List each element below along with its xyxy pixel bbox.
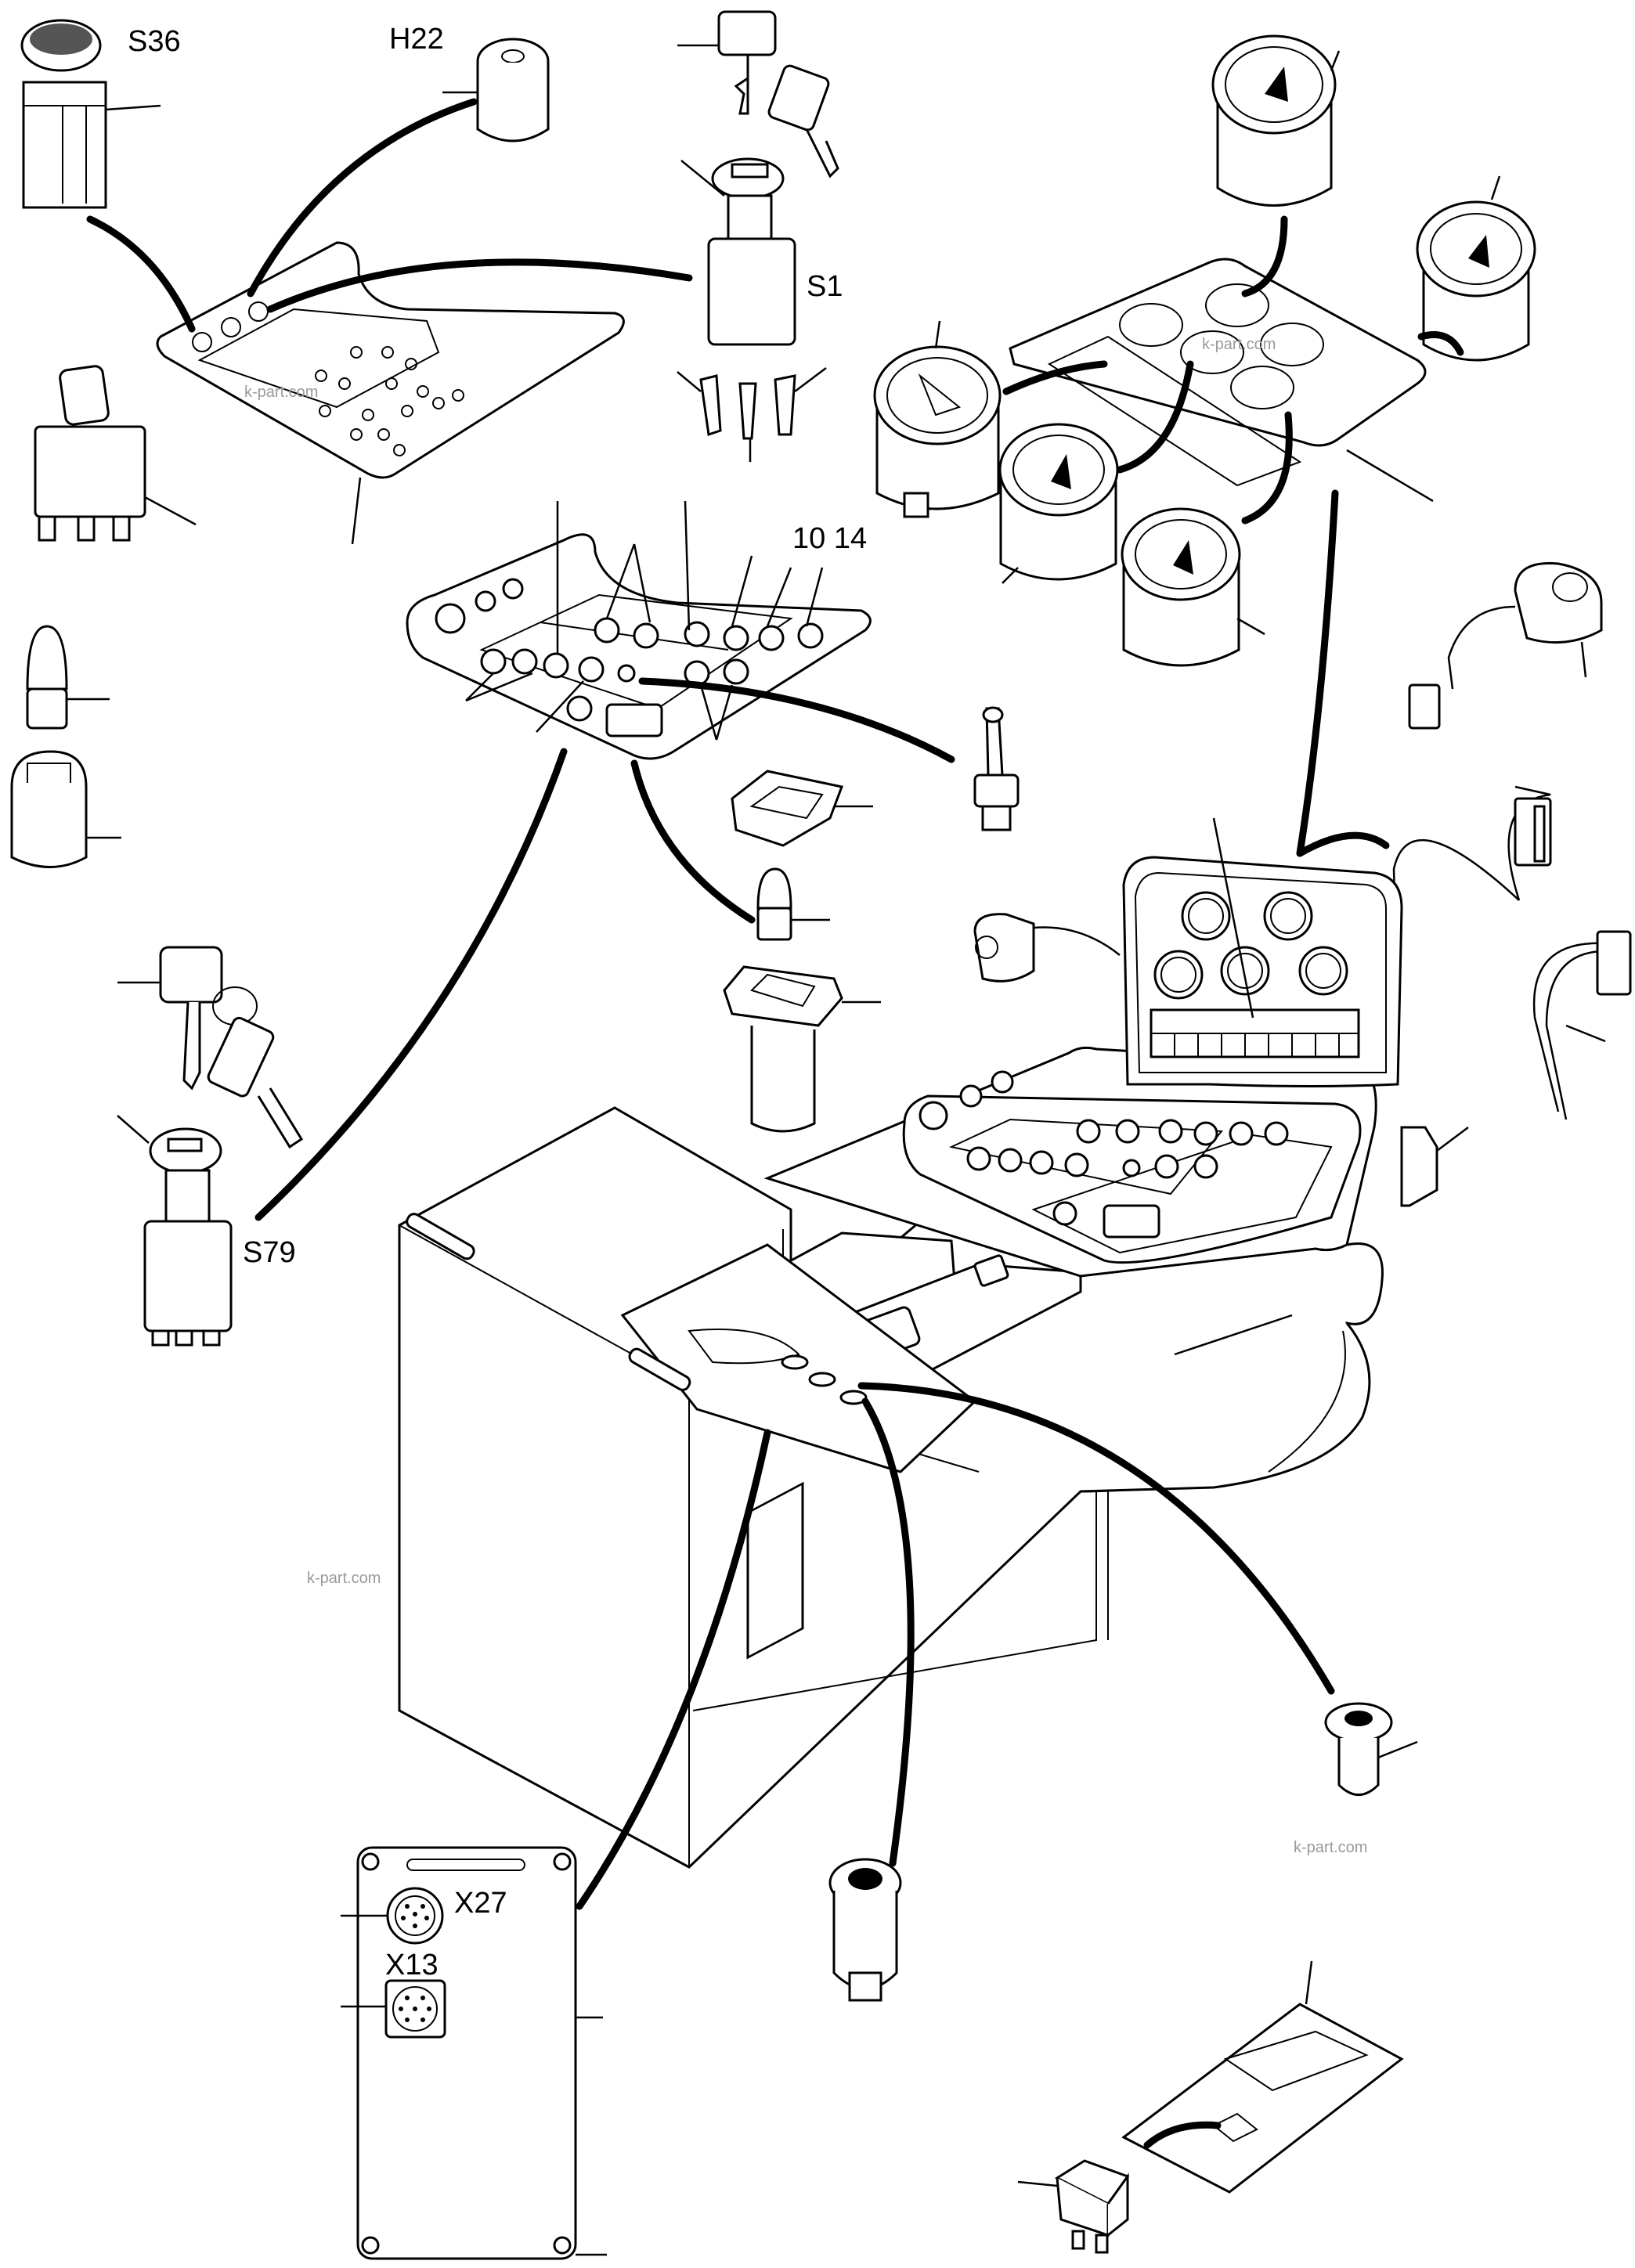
switch-panel-plate-left <box>86 98 693 545</box>
key-pair-top <box>677 10 839 178</box>
pushbutton-switch-bottom <box>1017 2159 1130 2254</box>
bulb-left <box>26 625 110 730</box>
gauge-panel-plate <box>1002 215 1464 857</box>
lamp-holder-center <box>723 965 881 1133</box>
toggle-switch <box>973 706 1020 831</box>
key-switch-s79 <box>117 1115 233 1347</box>
callout-x27: X27 <box>454 1887 507 1920</box>
callout-x13: X13 <box>385 1949 439 1981</box>
console-body <box>398 1083 1469 1869</box>
wire-harness-1 <box>1392 785 1552 1011</box>
key-pair-left <box>117 946 304 1149</box>
cover-plate-bottom-right <box>1121 1960 1404 2194</box>
indicator-lamp-h22 <box>442 38 550 142</box>
wire-harness-2 <box>1532 930 1632 1120</box>
lamp-connector-right <box>1408 561 1603 730</box>
leader-to-s79 <box>254 748 568 1221</box>
callout-10-14: 10 14 <box>792 522 867 555</box>
socket-left <box>10 750 121 868</box>
watermark-4: k-part.com <box>1294 1839 1367 1856</box>
leader-to-socket-bottom <box>861 1397 915 1867</box>
power-socket-bottom <box>828 1858 902 2002</box>
bulb-center <box>756 867 830 941</box>
leader-to-cig-lighter <box>857 1382 1335 1695</box>
emergency-stop-switch-s36 <box>20 19 161 209</box>
watermark-1: k-part.com <box>1202 336 1276 353</box>
gauge-bottom <box>1121 507 1265 667</box>
rotary-switch-left <box>34 365 197 542</box>
connector-box <box>341 1846 607 2260</box>
leader-to-toggle <box>638 677 955 763</box>
watermark-2: k-part.com <box>244 384 318 401</box>
switch-panel-center <box>406 500 872 760</box>
gauge-top-1 <box>1211 34 1341 207</box>
gauge-left <box>873 320 1002 518</box>
callout-s79: S79 <box>243 1236 296 1269</box>
pushbutton-cap <box>731 770 873 847</box>
callout-s1: S1 <box>807 270 843 303</box>
callout-h22: H22 <box>389 23 444 56</box>
leader-to-connector-box <box>576 1429 771 1910</box>
callout-s36: S36 <box>128 25 181 58</box>
watermark-3: k-part.com <box>307 1570 381 1587</box>
console-dashboard <box>763 817 1403 1278</box>
cigarette-lighter-right <box>1324 1702 1418 1796</box>
ignition-switch-s1 <box>677 157 827 462</box>
gauge-top-2 <box>1416 175 1536 362</box>
leader-to-bulb-center <box>630 759 756 924</box>
gauge-mid <box>998 423 1119 584</box>
